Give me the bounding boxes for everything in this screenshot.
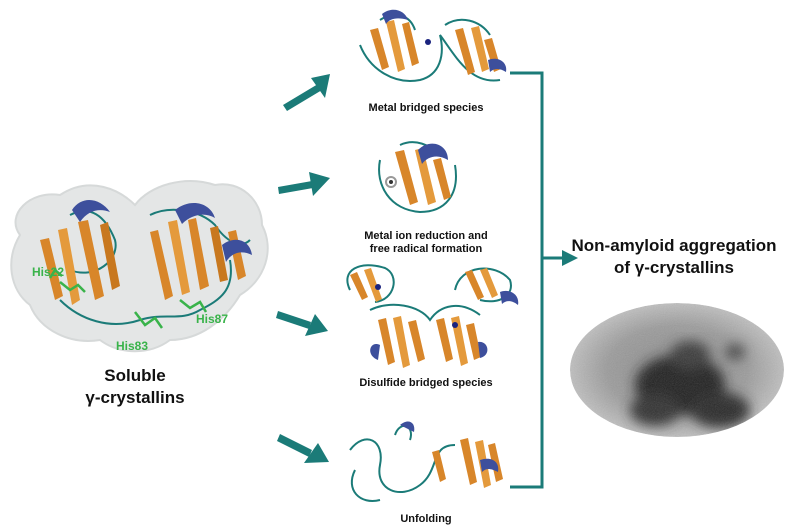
beta-strand	[188, 218, 209, 290]
metal-reduction-structure	[378, 141, 457, 214]
metal-bridged-structure	[359, 9, 507, 82]
arrow-to-metal-bridged	[283, 74, 330, 111]
arrow-to-unfolding	[277, 434, 329, 463]
metal-reduction-line1: Metal ion reduction and	[364, 230, 488, 242]
beta-strand	[150, 230, 173, 300]
aggregation-line2: of γ-crystallins	[614, 258, 734, 277]
residue-label-his83: His83	[116, 339, 149, 353]
arrow-to-aggregation	[562, 250, 578, 266]
pathway-label-disulfide: Disulfide bridged species	[359, 377, 493, 389]
beta-strand	[100, 222, 120, 290]
pathway-label-unfolding: Unfolding	[400, 513, 452, 525]
arrow-to-disulfide	[276, 311, 328, 336]
arrow-to-metal-reduction	[278, 172, 330, 196]
convergence-bracket	[510, 71, 567, 489]
helix	[72, 200, 110, 222]
soluble-line1: Soluble	[104, 366, 166, 385]
residue-label-his22: His22	[32, 265, 65, 279]
helix	[222, 239, 252, 262]
coil	[59, 259, 232, 325]
soluble-crystallin-structure	[10, 180, 269, 353]
soluble-line2: γ-crystallins	[85, 388, 185, 407]
residue-label-his87: His87	[196, 312, 229, 326]
beta-strand	[40, 238, 63, 300]
pathway-label-metal-reduction: Metal ion reduction and free radical for…	[330, 230, 522, 256]
tem-micrograph	[570, 303, 784, 437]
aggregation-line1: Non-amyloid aggregation	[571, 236, 777, 255]
soluble-label: Soluble γ-crystallins	[50, 365, 220, 409]
pathway-arrows	[276, 74, 330, 463]
disulfide-bridged-structure	[346, 264, 519, 368]
pathway-label-metal-bridged: Metal bridged species	[368, 102, 484, 114]
metal-reduction-line2: free radical formation	[369, 243, 483, 255]
beta-strand	[210, 226, 228, 282]
beta-strand	[78, 220, 104, 300]
unfolding-structure	[349, 421, 503, 502]
histidine-sidechains	[48, 268, 208, 329]
helix	[175, 203, 215, 224]
beta-strand	[168, 220, 190, 295]
aggregation-label: Non-amyloid aggregation of γ-crystallins	[566, 235, 782, 279]
